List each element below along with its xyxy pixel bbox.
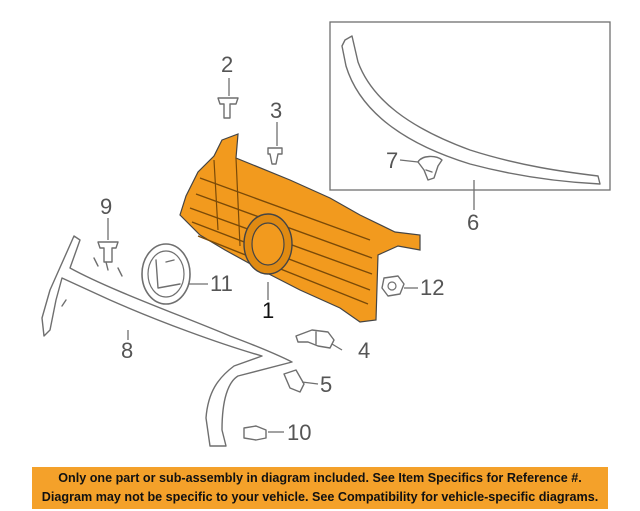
callout-1: 1 [262, 298, 274, 323]
screw-3 [267, 147, 283, 165]
callout-10: 10 [287, 420, 311, 445]
callout-2: 2 [221, 52, 233, 77]
notice-line-1: Only one part or sub-assembly in diagram… [58, 471, 582, 485]
grille [179, 133, 421, 323]
callout-7: 7 [386, 148, 398, 173]
notice-line-2: Diagram may not be specific to your vehi… [41, 490, 599, 504]
nut-12 [381, 275, 405, 297]
upper-molding [341, 35, 601, 185]
bracket-4 [295, 329, 335, 349]
parts-diagram: 2 3 9 1 11 12 8 4 5 10 7 6 [41, 21, 611, 447]
grille-body [179, 133, 421, 323]
lower-molding [41, 235, 293, 447]
callout-8: 8 [121, 338, 133, 363]
notice-banner: Only one part or sub-assembly in diagram… [32, 467, 608, 509]
clip-7 [417, 155, 443, 181]
callout-6: 6 [467, 210, 479, 235]
callout-12: 12 [420, 275, 444, 300]
emblem [141, 243, 191, 305]
fastener-2 [217, 97, 239, 119]
callout-11: 11 [210, 271, 233, 296]
screw-10 [243, 425, 267, 441]
clip-5 [283, 369, 305, 393]
callout-3: 3 [270, 98, 282, 123]
inset-box [329, 21, 611, 191]
callout-9: 9 [100, 194, 112, 219]
fastener-9 [97, 241, 119, 263]
callout-4: 4 [358, 338, 370, 363]
callout-5: 5 [320, 372, 332, 397]
